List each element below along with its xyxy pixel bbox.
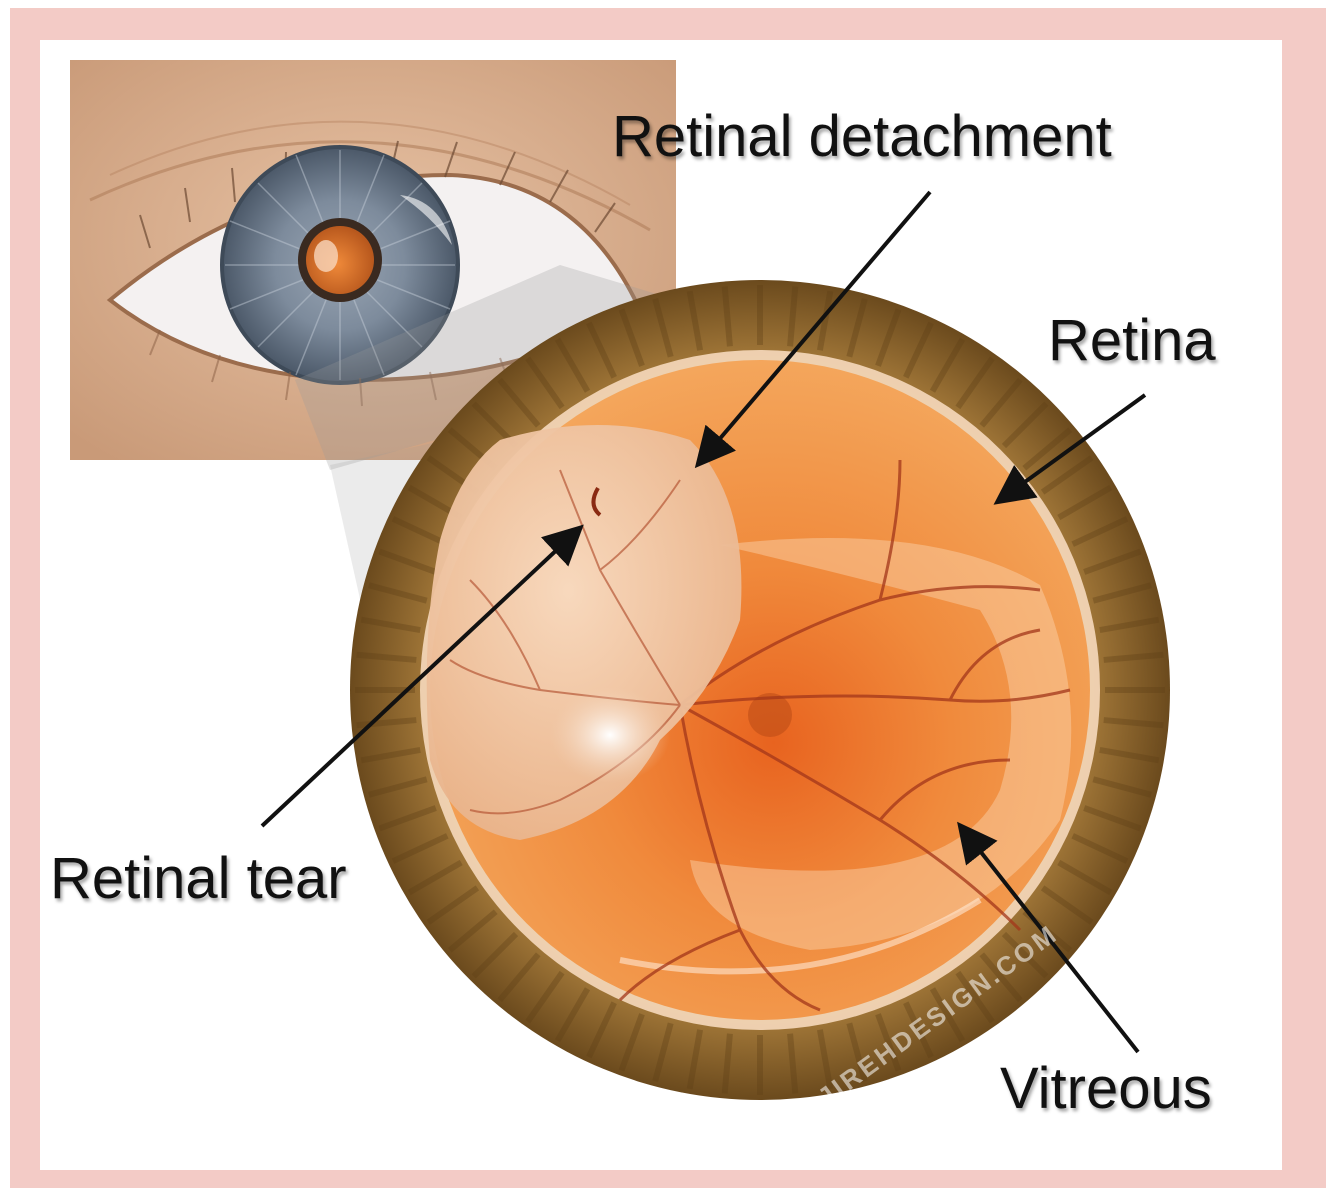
rim-texture-bar [903, 1001, 934, 1059]
rim-texture-bar [497, 952, 541, 1003]
label-retina: Retina [1048, 308, 1216, 373]
rim-texture-bar [525, 356, 565, 410]
rim-texture-bar [929, 337, 966, 393]
rim-texture-bar [686, 290, 704, 351]
rim-texture-bar [1083, 805, 1142, 832]
rim-texture-bar [360, 746, 421, 764]
rim-texture-bar [368, 776, 428, 798]
rim-texture-bar [618, 1013, 645, 1072]
label-retinal-detachment: Retinal detachment [612, 104, 1112, 169]
rim-texture-bar [1040, 885, 1094, 925]
rim-texture-bar [787, 286, 799, 347]
rim-texture-bar [846, 298, 868, 358]
rim-texture-bar [554, 987, 591, 1043]
arrow-retina [993, 393, 1147, 505]
rim-texture-bar [1103, 651, 1164, 663]
rim-texture-bar [955, 970, 995, 1024]
rim-texture-bar [426, 885, 480, 925]
rim-texture-bar [1092, 776, 1152, 798]
rim-texture-bar [1099, 746, 1160, 764]
fundus-view [350, 280, 1170, 1100]
rim-texture-bar [1092, 582, 1152, 604]
rim-texture-bar [1001, 931, 1049, 979]
rim-texture-bar [378, 805, 437, 832]
rim-texture-bar [816, 1029, 834, 1090]
rim-texture-bar [378, 548, 437, 575]
rim-texture-bar [1071, 516, 1129, 547]
magnification-beam [295, 265, 660, 470]
pointer-arrows [260, 190, 1147, 1054]
rim-texture-bar [1022, 427, 1073, 471]
rim-texture-bar [391, 833, 449, 864]
rim-texture-bar [875, 1013, 902, 1072]
rim-texture-bar [618, 308, 645, 367]
rim-texture-bar [1083, 548, 1142, 575]
rim-texture-bar [1001, 401, 1049, 449]
arrow-retinal-tear [260, 524, 584, 828]
rim-texture-bar [1040, 455, 1094, 495]
rim-texture-bar [586, 321, 617, 379]
rim-texture-bar [586, 1001, 617, 1059]
rim-texture-bar [787, 1033, 799, 1094]
rim-texture-bar [1103, 717, 1164, 729]
rim-texture-bar [1057, 484, 1113, 521]
rim-texture-bar [652, 1022, 674, 1082]
rim-texture-bar [979, 952, 1023, 1003]
rim-texture-bar [391, 516, 449, 547]
rim-texture-bar [979, 377, 1023, 428]
rim-texture-bar [356, 717, 417, 729]
rim-texture-bar [721, 286, 733, 347]
rim-texture-bar [903, 321, 934, 379]
rim-texture-bar [1057, 859, 1113, 896]
rim-texture-bar [407, 859, 463, 896]
rim-texture-bar [368, 582, 428, 604]
rim-texture-bar [929, 987, 966, 1043]
rim-texture-bar [875, 308, 902, 367]
label-retinal-tear: Retinal tear [50, 846, 347, 911]
rim-texture-bar [525, 970, 565, 1024]
rim-texture-bar [721, 1033, 733, 1094]
rim-texture-bar [816, 290, 834, 351]
rim-texture-bar [846, 1022, 868, 1082]
rim-texture-bar [955, 356, 995, 410]
arrow-retinal-detachment [694, 190, 932, 469]
rim-texture-bar [686, 1029, 704, 1090]
label-vitreous: Vitreous [1000, 1056, 1212, 1121]
arrow-vitreous [957, 821, 1140, 1054]
rim-texture-bar [471, 931, 519, 979]
rim-texture-bar [1071, 833, 1129, 864]
rim-texture-bar [554, 337, 591, 393]
rim-texture-bar [1099, 616, 1160, 634]
rim-texture-bar [447, 909, 498, 953]
rim-texture-bar [652, 298, 674, 358]
rim-texture-bar [356, 651, 417, 663]
rim-texture-bar [360, 616, 421, 634]
rim-texture-bar [497, 377, 541, 428]
